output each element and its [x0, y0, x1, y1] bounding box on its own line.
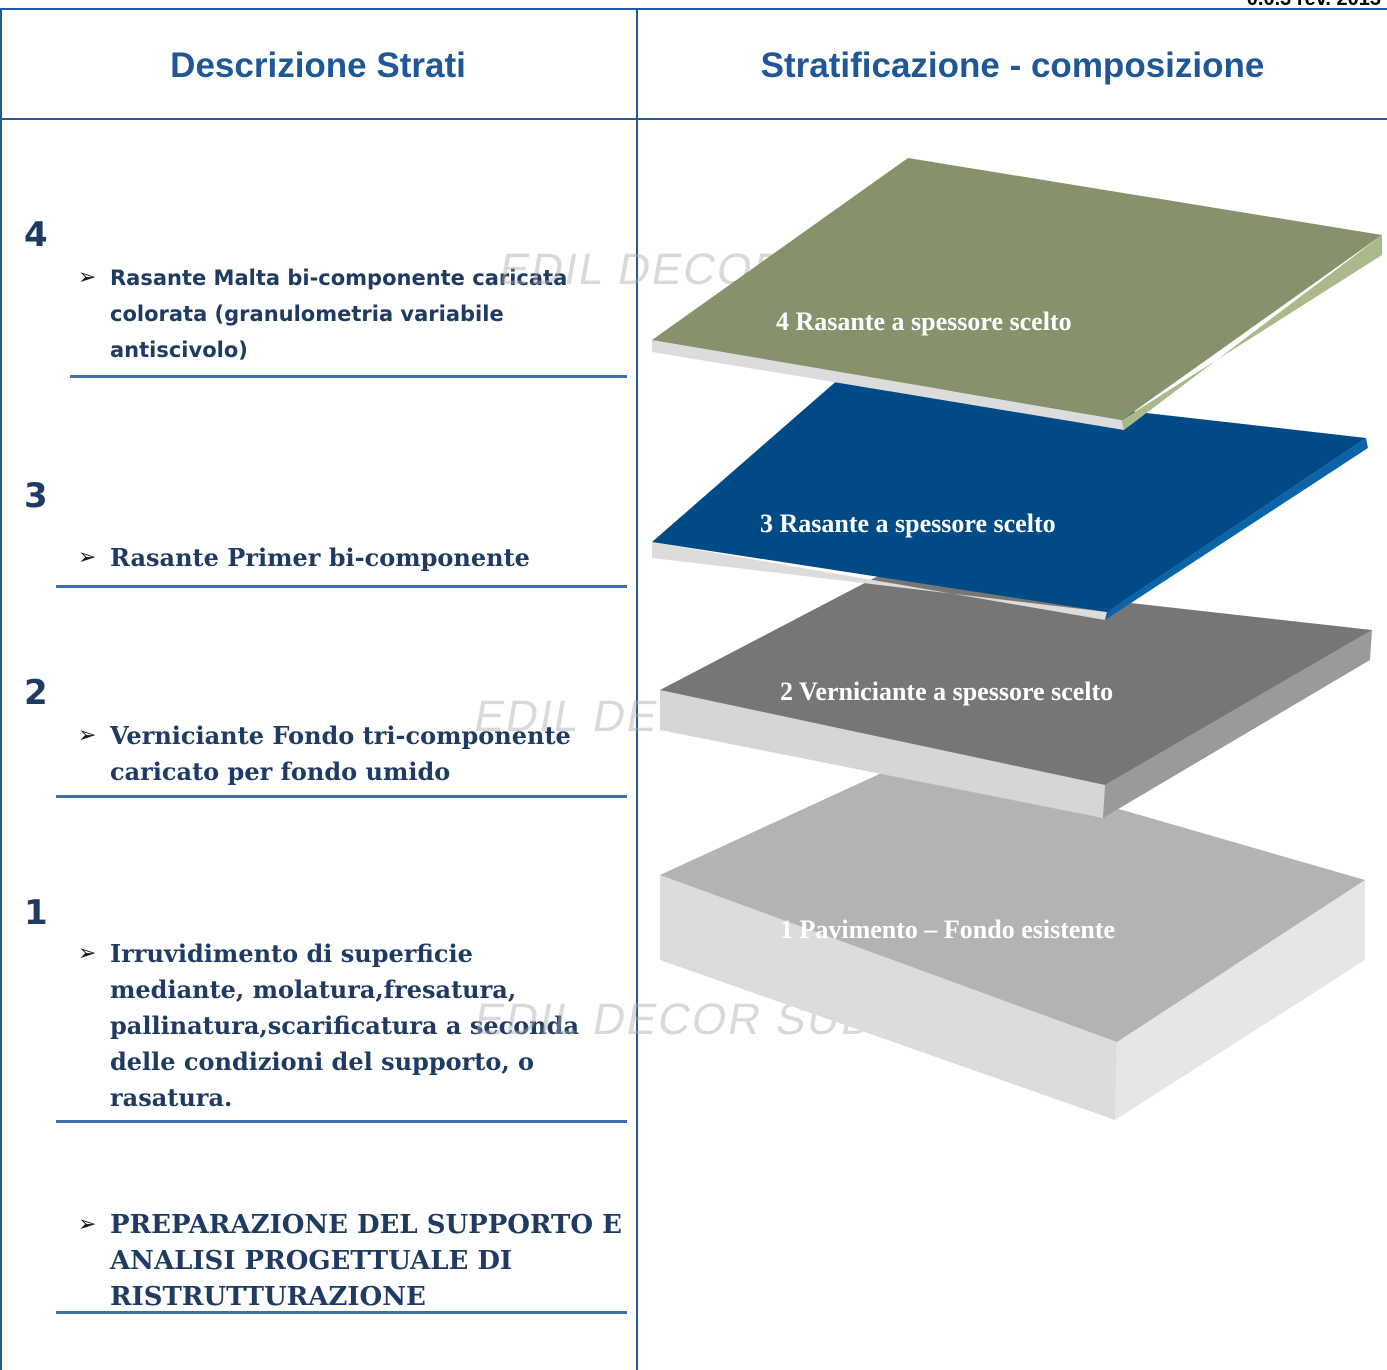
layer-4-side-face	[1122, 235, 1382, 430]
separator-line	[56, 1311, 627, 1314]
layer-description-2: ➢ Verniciante Fondo tri-componente caric…	[78, 718, 598, 790]
layer-3-side-face	[1105, 438, 1368, 620]
arrow-bullet-icon: ➢	[78, 1212, 97, 1237]
layer-4-front-face	[652, 340, 1124, 430]
separator-line	[70, 375, 627, 378]
layer-1-side-face	[1115, 880, 1365, 1120]
separator-line	[56, 1120, 627, 1123]
separator-line	[56, 585, 627, 588]
layer-3-top-face	[652, 378, 1366, 612]
support-preparation: ➢ PREPARAZIONE DEL SUPPORTO E ANALISI PR…	[78, 1207, 638, 1315]
layer-1-front-face	[660, 875, 1117, 1120]
support-preparation-text: PREPARAZIONE DEL SUPPORTO E ANALISI PROG…	[110, 1210, 622, 1312]
header-descrizione-strati: Descrizione Strati	[170, 46, 466, 85]
layer-description-2-text: Verniciante Fondo tri-componente caricat…	[110, 721, 571, 786]
column-divider	[636, 8, 638, 1370]
layer-number-2: 2	[24, 673, 48, 713]
layer-description-1-text: Irruvidimento di superficie mediante, mo…	[110, 939, 579, 1112]
layer-description-3-text: Rasante Primer bi-componente	[110, 543, 530, 572]
layer-3-front-face	[652, 542, 1107, 620]
layer-2-slab: 2 Verniciante a spessore scelto	[660, 575, 1372, 818]
arrow-bullet-icon: ➢	[78, 723, 97, 748]
layer-description-1: ➢ Irruvidimento di superficie mediante, …	[78, 936, 608, 1116]
layer-1-top-face	[660, 753, 1365, 1042]
layer-2-side-face	[1103, 630, 1372, 818]
layer-1-slab: 1 Pavimento – Fondo esistente	[660, 753, 1365, 1120]
layer-1-label: 1 Pavimento – Fondo esistente	[780, 915, 1115, 944]
layer-2-label: 2 Verniciante a spessore scelto	[780, 677, 1113, 706]
layer-2-top-face	[660, 575, 1372, 785]
layer-4-label: 4 Rasante a spessore scelto	[776, 307, 1072, 336]
arrow-bullet-icon: ➢	[78, 941, 97, 966]
layer-4-slab: 4 Rasante a spessore scelto	[652, 158, 1382, 430]
layer-4-top-face	[652, 158, 1382, 420]
layer-description-3: ➢ Rasante Primer bi-componente	[78, 540, 638, 576]
table-frame	[0, 8, 1387, 1370]
layer-number-3: 3	[24, 476, 48, 516]
arrow-bullet-icon: ➢	[78, 545, 97, 570]
header-divider	[0, 118, 1387, 120]
layer-stack-illustration: 1 Pavimento – Fondo esistente 2 Vernicia…	[652, 158, 1382, 1120]
arrow-bullet-icon: ➢	[78, 265, 97, 290]
document-code: 0.0.3 rev. 2013	[1247, 0, 1381, 11]
layer-number-4: 4	[24, 215, 48, 255]
layer-3-slab: 3 Rasante a spessore scelto	[652, 378, 1368, 620]
layer-description-4: ➢ Rasante Malta bi-componente caricata c…	[78, 260, 628, 368]
layer-description-4-text: Rasante Malta bi-componente caricata col…	[110, 266, 568, 362]
layer-number-1: 1	[24, 893, 48, 933]
layer-2-front-face	[660, 690, 1105, 818]
header-stratificazione: Stratificazione - composizione	[760, 46, 1265, 85]
layer-3-label: 3 Rasante a spessore scelto	[760, 509, 1056, 538]
separator-line	[56, 795, 627, 798]
